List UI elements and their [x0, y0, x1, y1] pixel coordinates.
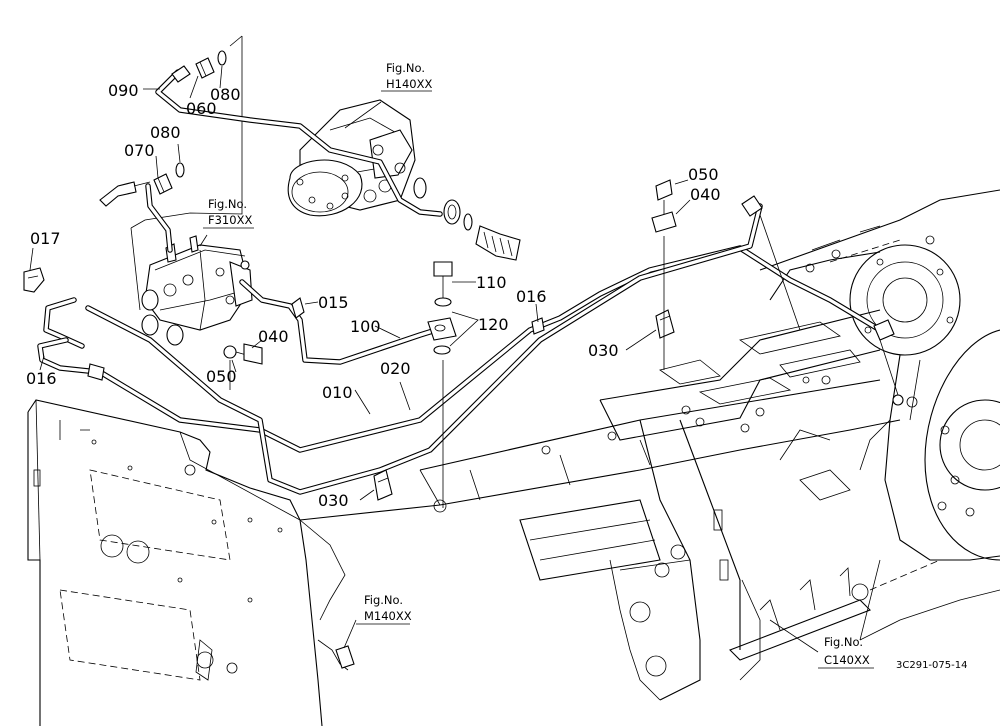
figure-ref-h140xx: Fig.No. H140XX [381, 61, 432, 92]
pipe-fittings [23, 50, 904, 669]
svg-text:H140XX: H140XX [386, 77, 432, 91]
part-label-050: 050 [206, 367, 237, 386]
part-label-110: 110 [476, 273, 507, 292]
control-valve-assembly [99, 36, 253, 346]
alignment-lines [229, 35, 899, 508]
svg-text:Fig.No.: Fig.No. [824, 635, 863, 649]
part-label-060: 060 [186, 99, 217, 118]
figure-ref-m140xx: Fig.No. M140XX [356, 593, 412, 625]
svg-text:Fig.No.: Fig.No. [386, 61, 425, 75]
figure-references: Fig.No. H140XX Fig.No. F310XX Fig.No. M1… [203, 61, 874, 669]
part-label-040: 040 [690, 185, 721, 204]
figure-ref-c140xx: Fig.No. C140XX [818, 635, 874, 669]
part-label-080: 080 [150, 123, 181, 142]
part-label-010: 010 [322, 383, 353, 402]
part-label-017: 017 [30, 229, 61, 248]
part-number-labels: 090 060 080 080 070 017 016 016 015 100 … [26, 81, 721, 510]
svg-text:Fig.No.: Fig.No. [364, 593, 403, 607]
drawing-code: 3C291-075-14 [896, 660, 967, 671]
part-label-050: 050 [688, 165, 719, 184]
leader-lines [29, 65, 819, 653]
svg-text:C140XX: C140XX [824, 653, 870, 667]
hydraulic-pump-assembly [287, 99, 521, 261]
part-label-120: 120 [478, 315, 509, 334]
hydraulic-pipes [37, 69, 883, 495]
svg-text:M140XX: M140XX [364, 609, 412, 623]
part-label-070: 070 [124, 141, 155, 160]
part-label-040: 040 [258, 327, 289, 346]
part-label-100: 100 [350, 317, 381, 336]
part-label-030: 030 [318, 491, 349, 510]
chassis-frame [27, 189, 1000, 726]
part-label-020: 020 [380, 359, 411, 378]
part-label-016: 016 [26, 369, 57, 388]
part-label-016: 016 [516, 287, 547, 306]
figure-ref-f310xx: Fig.No. F310XX [203, 197, 254, 229]
part-label-030: 030 [588, 341, 619, 360]
part-label-015: 015 [318, 293, 349, 312]
svg-text:F310XX: F310XX [208, 213, 252, 227]
part-label-080: 080 [210, 85, 241, 104]
svg-text:Fig.No.: Fig.No. [208, 197, 247, 211]
part-label-090: 090 [108, 81, 139, 100]
